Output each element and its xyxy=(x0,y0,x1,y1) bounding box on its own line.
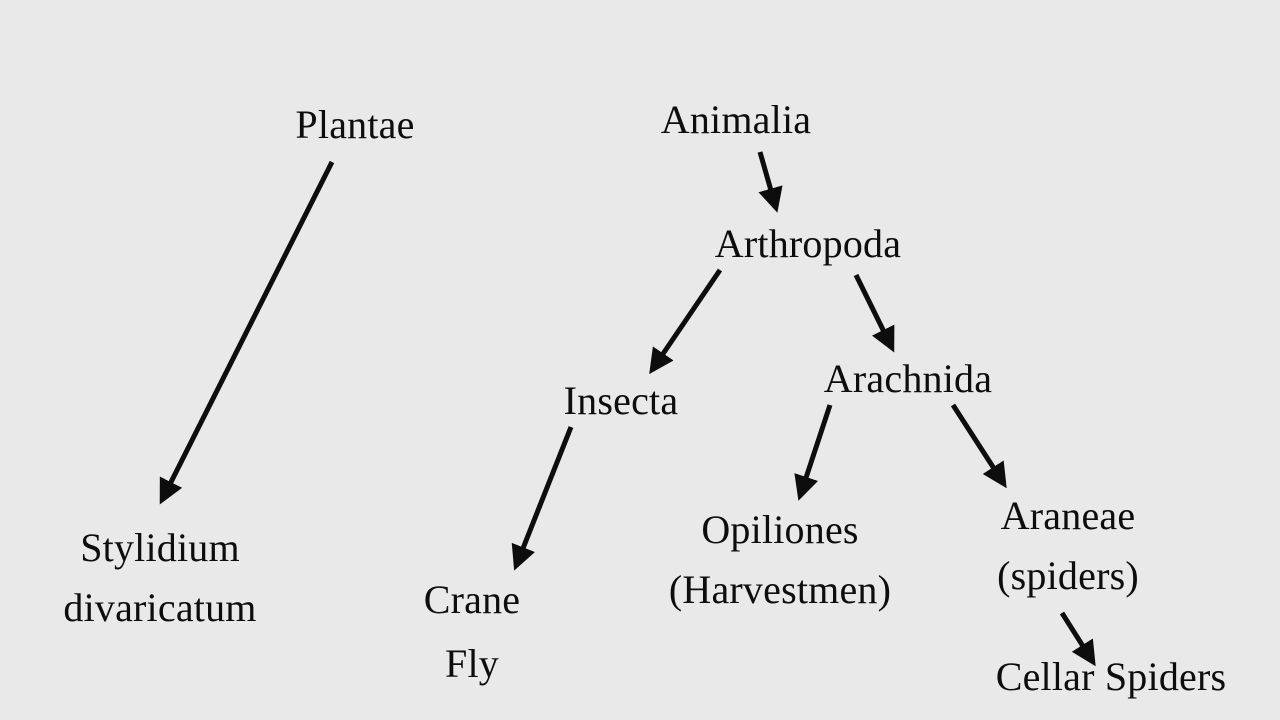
node-araneae: Araneae (spiders) xyxy=(997,486,1139,606)
node-insecta: Insecta xyxy=(564,371,679,431)
arrow-arachnida-to-opiliones xyxy=(794,404,833,501)
node-animalia: Animalia xyxy=(661,90,811,150)
node-label: Stylidium xyxy=(80,525,240,570)
node-label: Animalia xyxy=(660,97,812,142)
arrow-arachnida-to-araneae xyxy=(950,403,1007,489)
node-crane-fly: Crane Fly xyxy=(424,568,521,696)
node-arthropoda: Arthropoda xyxy=(715,214,901,274)
node-label: Arthropoda xyxy=(714,221,902,266)
node-plantae: Plantae xyxy=(295,95,414,155)
arrow-animalia-to-arthropoda xyxy=(757,151,783,213)
node-label: Opiliones xyxy=(701,507,859,552)
node-label: Fly xyxy=(445,641,499,686)
node-label: Plantae xyxy=(295,102,415,147)
node-label: divaricatum xyxy=(63,585,257,630)
node-label: (Harvestmen) xyxy=(668,567,892,612)
node-label: Araneae xyxy=(1000,493,1136,538)
arrow-arthropoda-to-arachnida xyxy=(853,273,895,353)
node-stylidium-divaricatum: Stylidium divaricatum xyxy=(63,518,256,638)
node-label: (spiders) xyxy=(997,553,1139,598)
node-arachnida: Arachnida xyxy=(824,349,992,409)
node-label: Cellar Spiders xyxy=(995,654,1227,699)
node-opiliones: Opiliones (Harvestmen) xyxy=(669,500,891,620)
node-label: Crane xyxy=(423,577,521,622)
arrow-insecta-to-crane-fly xyxy=(511,426,574,571)
node-cellar-spiders: Cellar Spiders xyxy=(996,647,1227,707)
node-label: Insecta xyxy=(563,378,679,423)
node-label: Arachnida xyxy=(823,356,993,401)
arrow-arthropoda-to-insecta xyxy=(649,268,723,375)
arrow-plantae-to-stylidium xyxy=(159,160,335,505)
